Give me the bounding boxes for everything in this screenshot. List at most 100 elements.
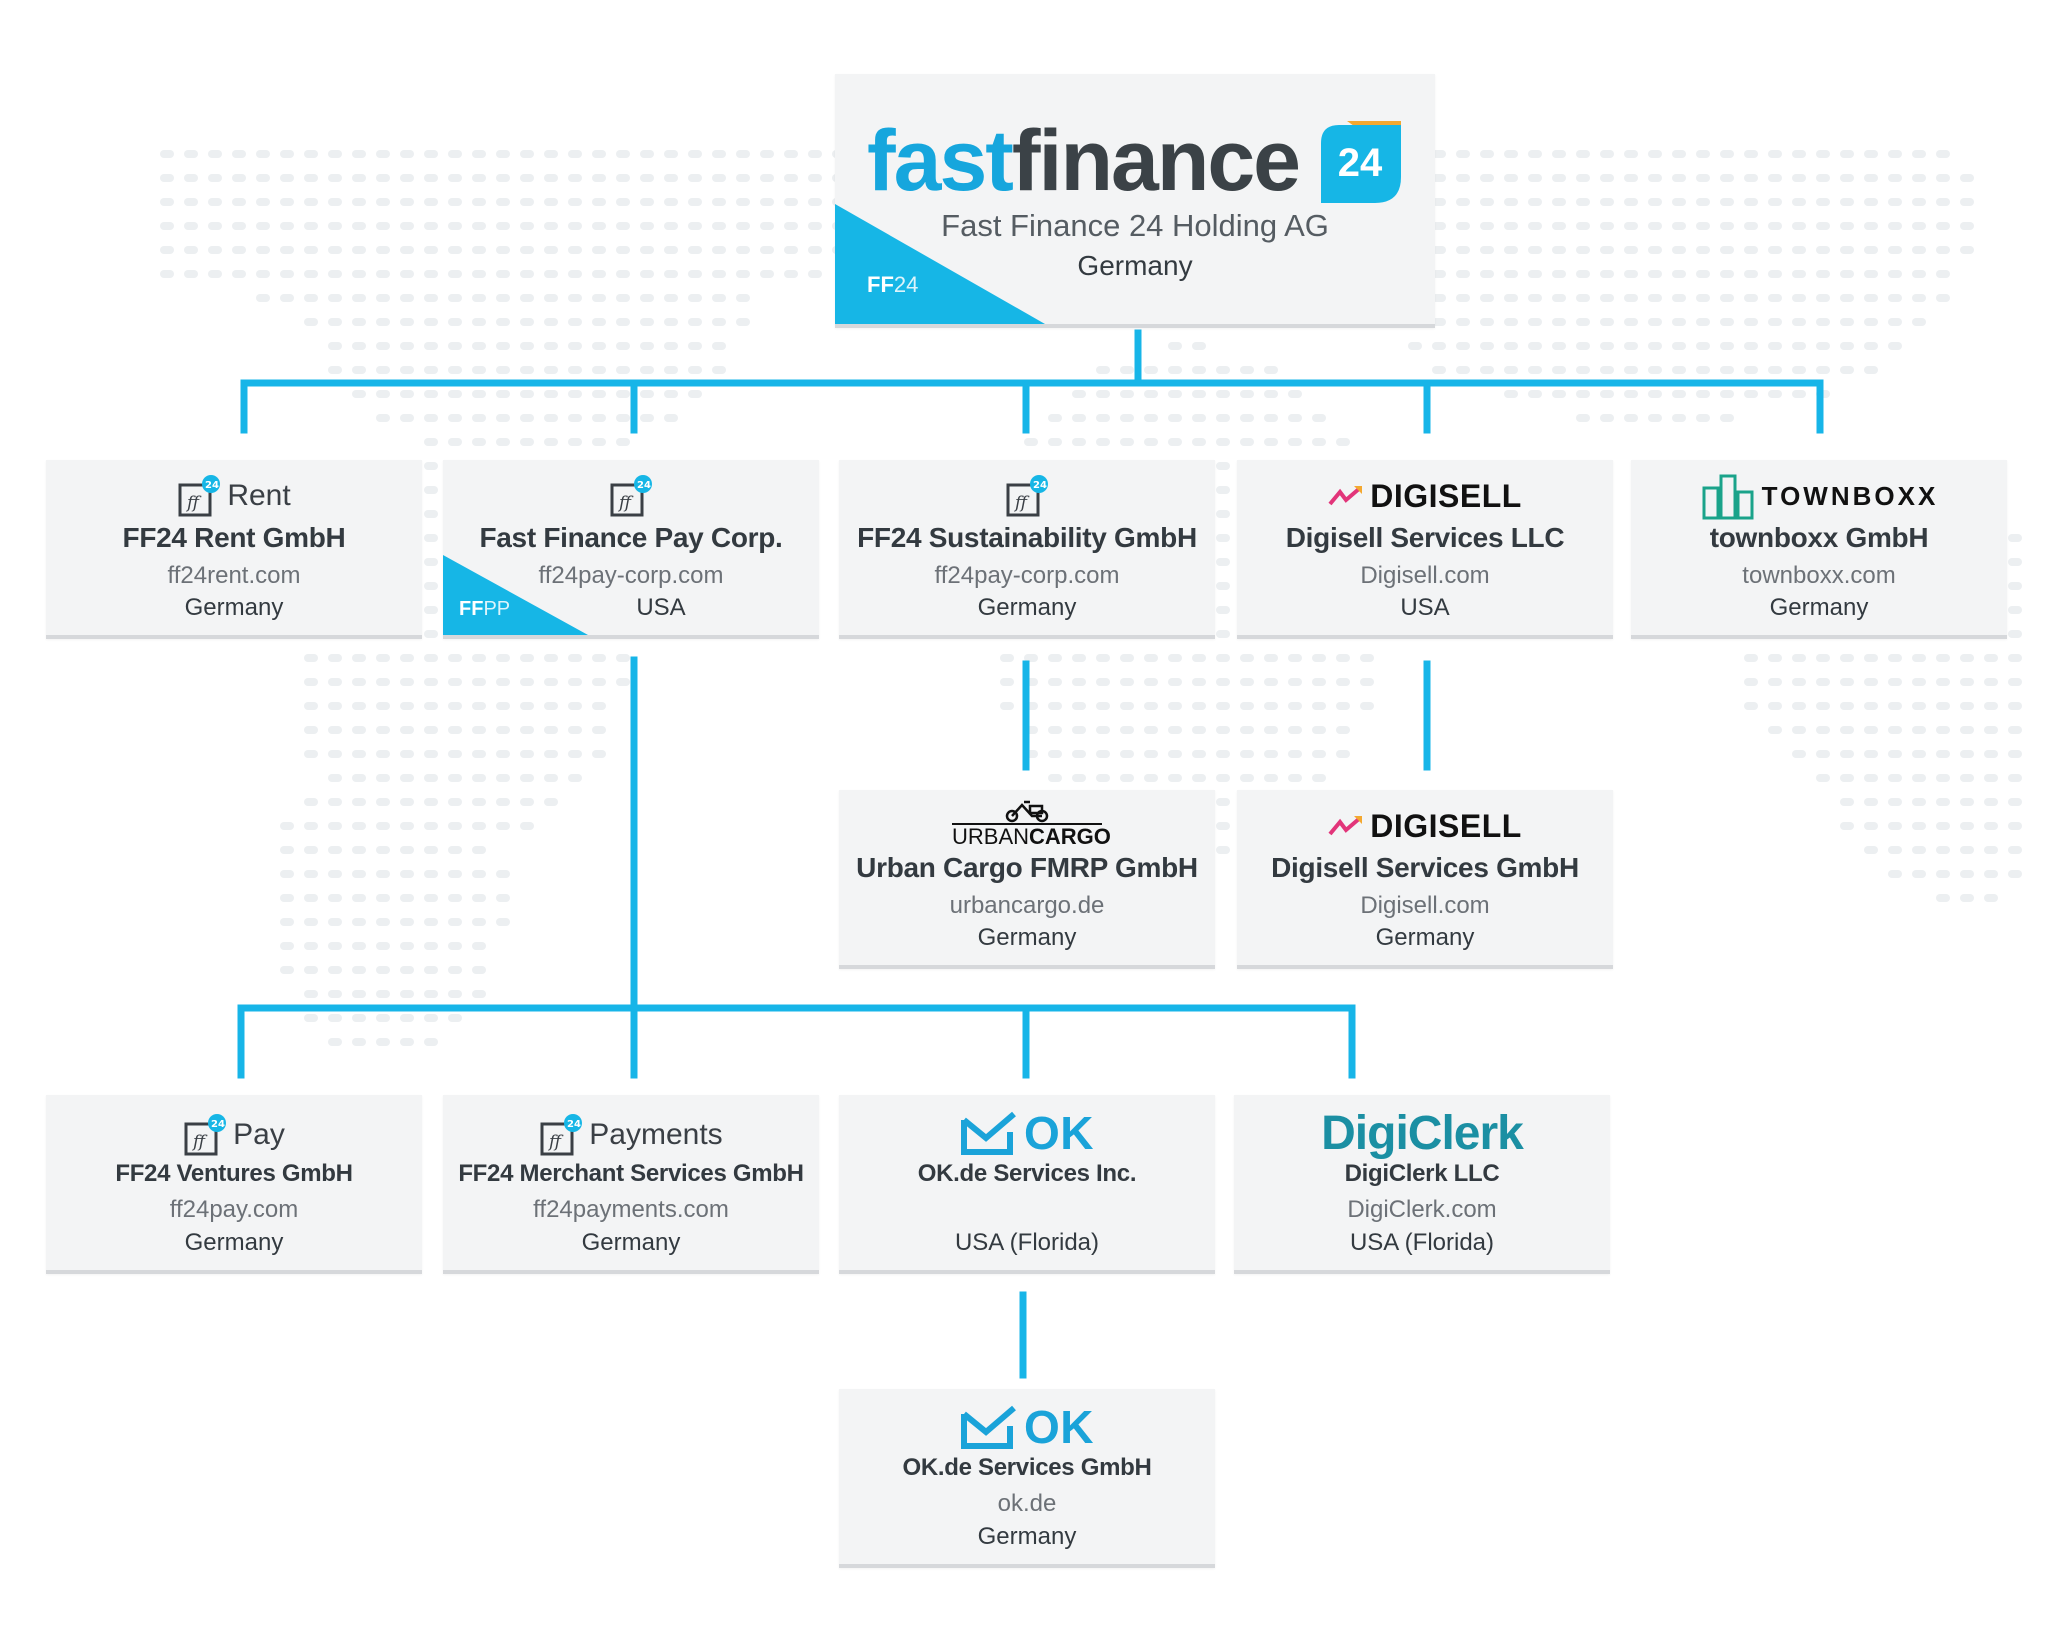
map-dot [1240,438,1254,446]
map-dot [1360,654,1374,662]
map-dot [304,702,318,710]
company-website[interactable]: ok.de [997,1490,1057,1517]
company-website[interactable]: townboxx.com [1742,562,1896,589]
company-card-ok-de-gmbh[interactable]: OK OK.de Services GmbH ok.de Germany [839,1389,1215,1568]
map-dot [1600,270,1614,278]
map-dot [448,822,462,830]
map-dot [568,246,582,254]
company-website[interactable]: urbancargo.de [949,892,1105,919]
map-dot [1720,414,1734,422]
map-dot [1696,198,1710,206]
map-dot [1912,726,1926,734]
map-dot [1792,198,1806,206]
map-dot [352,342,366,350]
map-dot [1984,798,1998,806]
map-dot [1648,246,1662,254]
map-dot [1984,726,1998,734]
map-dot [1072,414,1086,422]
company-card-urban-cargo[interactable]: URBANCARGO Urban Cargo FMRP GmbH urbanca… [839,790,1215,969]
company-card-digisell-gmbh[interactable]: DIGISELL Digisell Services GmbH Digisell… [1237,790,1613,969]
map-dot [304,270,318,278]
company-website[interactable]: ff24pay-corp.com [934,562,1120,589]
map-dot [376,942,390,950]
map-dot [1240,414,1254,422]
map-dot [1528,246,1542,254]
company-website[interactable]: Digisell.com [1360,562,1490,589]
company-website[interactable]: Digisell.com [1360,892,1490,919]
map-dot [688,390,702,398]
company-website[interactable]: DigiClerk.com [1347,1196,1497,1223]
company-card-digiclerk[interactable]: DigiClerk DigiClerk LLC DigiClerk.com US… [1234,1095,1610,1274]
company-website[interactable]: ff24pay-corp.com [538,562,724,589]
map-dot [1576,414,1590,422]
company-website[interactable]: ff24payments.com [533,1196,729,1223]
map-dot [1552,390,1566,398]
map-dot [664,414,678,422]
company-website[interactable]: ff24pay.com [169,1196,299,1223]
map-dot [352,678,366,686]
map-dot [1744,390,1758,398]
map-dot [1936,198,1950,206]
company-name: DigiClerk LLC [1344,1160,1500,1187]
map-dot [760,246,774,254]
map-dot [2008,534,2022,542]
map-dot [1888,342,1902,350]
map-dot [1072,774,1086,782]
map-dot [472,870,486,878]
map-dot [496,366,510,374]
map-dot [1960,726,1974,734]
map-dot [352,918,366,926]
map-dot [520,318,534,326]
company-card-digisell-llc[interactable]: DIGISELL Digisell Services LLC Digisell.… [1237,460,1613,639]
map-dot [1648,198,1662,206]
map-dot [568,750,582,758]
map-dot [1576,318,1590,326]
map-dot [376,870,390,878]
map-dot [784,270,798,278]
map-dot [1720,198,1734,206]
map-dot [328,846,342,854]
map-dot [1216,390,1230,398]
map-dot [664,366,678,374]
map-dot [544,366,558,374]
map-dot [1528,174,1542,182]
map-dot [592,654,606,662]
company-card-townboxx[interactable]: TOWNBOXX townboxx GmbH townboxx.com Germ… [1631,460,2007,639]
company-website[interactable]: ff24rent.com [167,562,301,589]
map-dot [496,270,510,278]
map-dot [1912,150,1926,158]
map-dot [760,150,774,158]
map-dot [568,390,582,398]
map-dot [1840,702,1854,710]
map-dot [1480,342,1494,350]
map-dot [304,174,318,182]
map-dot [1744,222,1758,230]
company-country: Germany [1769,594,1869,621]
map-dot [280,294,294,302]
company-card-ok-de-inc[interactable]: OK OK.de Services Inc. USA (Florida) [839,1095,1215,1274]
map-dot [160,246,174,254]
map-dot [808,198,822,206]
map-dot [1168,438,1182,446]
map-dot [616,318,630,326]
map-dot [1072,390,1086,398]
digisell-icon [1328,816,1363,836]
map-dot [616,654,630,662]
map-dot [736,198,750,206]
map-dot [2008,678,2022,686]
map-dot [1528,222,1542,230]
map-dot [568,222,582,230]
map-dot [1576,270,1590,278]
map-dot [352,726,366,734]
map-dot [232,246,246,254]
map-dot [1600,174,1614,182]
map-dot [1216,438,1230,446]
map-dot [1504,342,1518,350]
